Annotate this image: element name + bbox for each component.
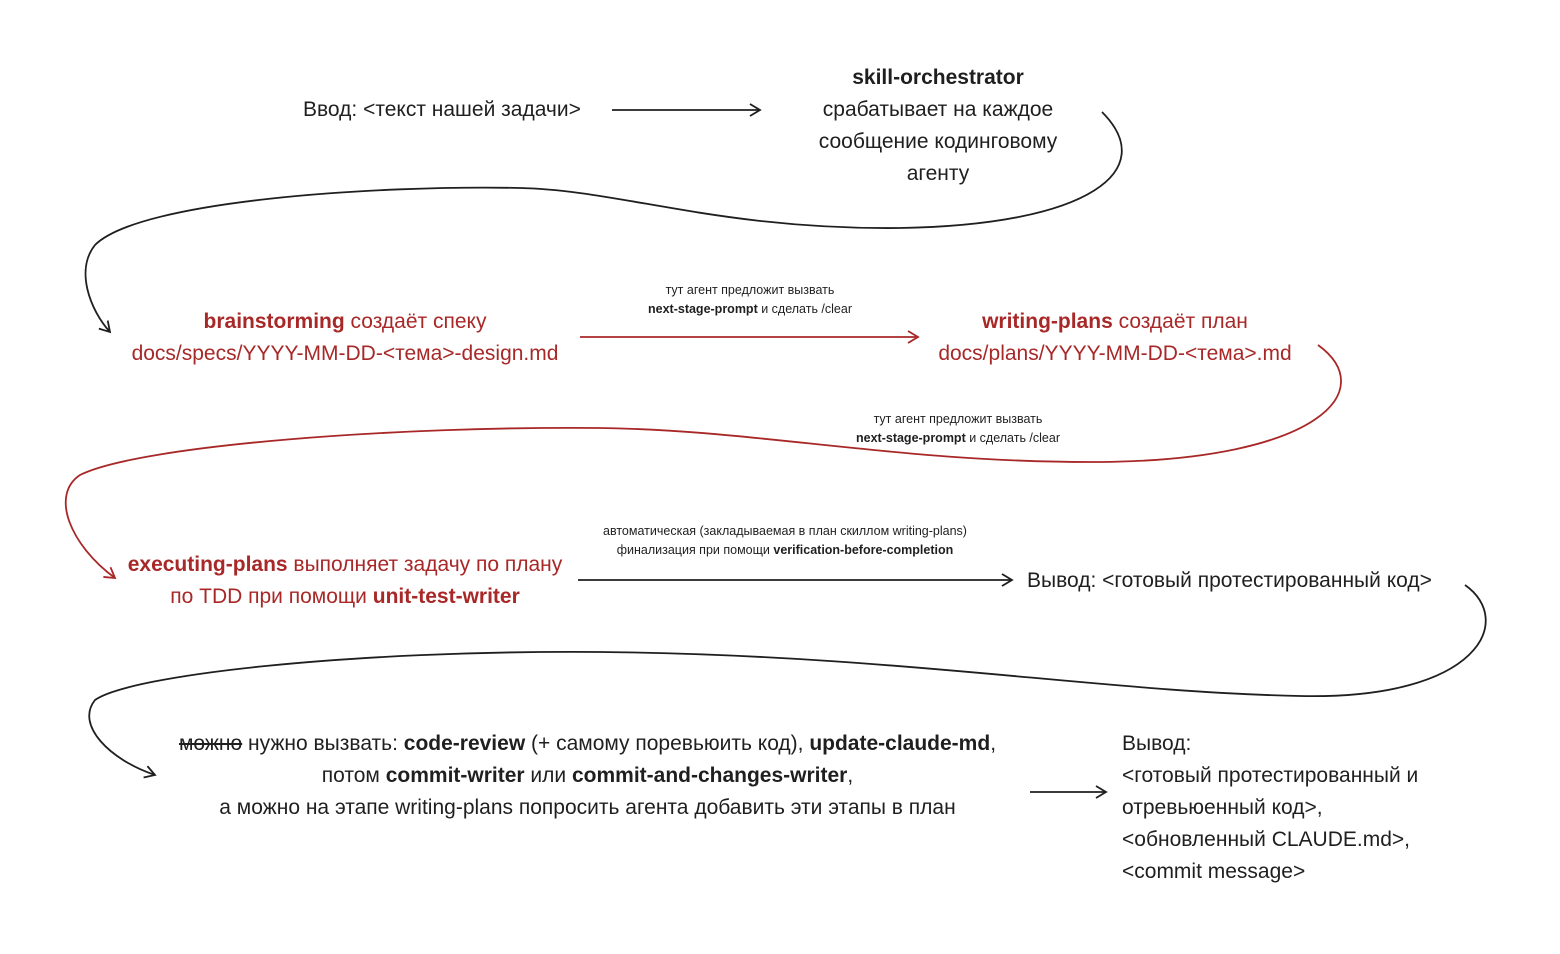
brainstorming-node: brainstorming создаёт спеку docs/specs/Y… xyxy=(100,306,590,370)
executing-action: выполняет задачу по плану xyxy=(287,553,563,576)
note-verification: автоматическая (закладываемая в план ски… xyxy=(560,522,1010,560)
output-2-line-1: Вывод: xyxy=(1122,732,1192,755)
note-3-line-1: автоматическая (закладываемая в план ски… xyxy=(603,524,967,538)
orchestrator-node: skill-orchestrator срабатывает на каждое… xyxy=(780,62,1096,190)
final-struck-word: можно xyxy=(178,732,243,755)
final-l2-c: или xyxy=(524,764,572,787)
output-2-line-4: <обновленный CLAUDE.md>, xyxy=(1122,828,1411,851)
writing-plans-name: writing-plans xyxy=(982,310,1113,333)
orchestrator-line-1: срабатывает на каждое xyxy=(822,98,1054,121)
executing-helper: unit-test-writer xyxy=(372,585,520,608)
input-label: Ввод: <текст нашей задачи> xyxy=(303,98,581,121)
final-l2-e: , xyxy=(847,764,854,787)
final-l1-e: , xyxy=(990,732,997,755)
final-update-claude-md: update-claude-md xyxy=(809,732,991,755)
final-commit-and-changes-writer: commit-and-changes-writer xyxy=(571,764,848,787)
brainstorming-name: brainstorming xyxy=(203,310,345,333)
writing-plans-node: writing-plans создаёт план docs/plans/YY… xyxy=(905,306,1325,370)
note-3-line-2: финализация при помощи xyxy=(616,543,774,557)
brainstorming-action: создаёт спеку xyxy=(344,310,487,333)
final-code-review: code-review xyxy=(403,732,526,755)
output-2-line-2: <готовый протестированный и xyxy=(1122,764,1419,787)
output-2-line-3: отревьюенный код>, xyxy=(1122,796,1323,819)
final-l1-c: (+ самому поревьюить код), xyxy=(525,732,810,755)
note-1-skill: next-stage-prompt xyxy=(648,302,758,316)
final-l1-a: нужно вызвать: xyxy=(242,732,404,755)
curve-orchestrator-to-brainstorming xyxy=(84,111,1123,334)
output-2-line-5: <commit message> xyxy=(1122,860,1306,883)
curve-output-to-final-step xyxy=(88,584,1487,779)
note-brainstorming-transition: тут агент предложит вызвать next-stage-p… xyxy=(600,281,900,319)
final-commit-writer: commit-writer xyxy=(385,764,525,787)
note-2-line-1: тут агент предложит вызвать xyxy=(873,412,1043,426)
executing-plans-node: executing-plans выполняет задачу по план… xyxy=(110,549,580,613)
final-l2-a: потом xyxy=(321,764,386,787)
writing-plans-action: создаёт план xyxy=(1112,310,1248,333)
orchestrator-line-3: агенту xyxy=(906,162,970,185)
note-1-line-2: и сделать /clear xyxy=(757,302,852,316)
brainstorming-path: docs/specs/YYYY-MM-DD-<тема>-design.md xyxy=(131,342,559,365)
executing-name: executing-plans xyxy=(127,553,288,576)
note-writing-plans-transition: тут агент предложит вызвать next-stage-p… xyxy=(808,410,1108,448)
final-step-node: можно нужно вызвать: code-review (+ само… xyxy=(145,728,1030,824)
final-line-3: а можно на этапе writing-plans попросить… xyxy=(219,796,956,819)
curve-writing-plans-to-executing xyxy=(64,344,1342,580)
output-final: Вывод: <готовый протестированный и отрев… xyxy=(1122,728,1418,888)
orchestrator-name: skill-orchestrator xyxy=(852,66,1024,89)
orchestrator-line-2: сообщение кодинговому xyxy=(818,130,1058,153)
note-2-skill: next-stage-prompt xyxy=(856,431,966,445)
note-2-line-2: и сделать /clear xyxy=(965,431,1060,445)
output-tested-code: Вывод: <готовый протестированный код> xyxy=(1027,569,1432,592)
executing-line-2: по TDD при помощи xyxy=(170,585,373,608)
note-3-skill: verification-before-completion xyxy=(773,543,954,557)
writing-plans-path: docs/plans/YYYY-MM-DD-<тема>.md xyxy=(938,342,1292,365)
note-1-line-1: тут агент предложит вызвать xyxy=(665,283,835,297)
